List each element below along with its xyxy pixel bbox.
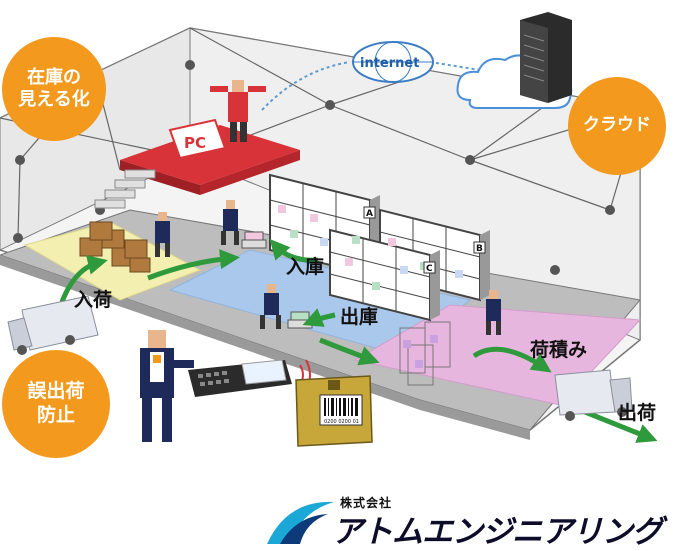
receiving-label: 入荷 — [74, 289, 113, 311]
mispick-prevention-badge: 誤出荷 防止 — [2, 350, 110, 458]
rack-label-c: C — [426, 264, 433, 274]
receiving-truck-icon — [7, 295, 99, 355]
logo-swoosh-icon — [267, 501, 334, 544]
rack-label-a: A — [366, 209, 373, 219]
shipping-label: 出荷 — [618, 402, 657, 424]
cloud-connection-line — [429, 61, 481, 71]
barcode-number: 0200 0200 01 — [324, 419, 359, 425]
storing-label: 入庫 — [286, 256, 325, 278]
office-worker-figure — [210, 80, 266, 142]
pc-label: PC — [184, 134, 206, 152]
handheld-scanner-icon — [188, 359, 292, 397]
badge-line: 在庫の — [27, 66, 81, 88]
internet-globe-icon: internet — [352, 41, 434, 83]
internet-label: internet — [360, 56, 419, 71]
badge-line: 誤出荷 — [27, 380, 85, 403]
server-icon — [520, 12, 572, 103]
company-name: アトムエンジニアリング — [332, 514, 663, 550]
inventory-visibility-badge: 在庫の 見える化 — [2, 37, 106, 141]
network-connection-line — [261, 61, 351, 111]
storage-racks: A B C — [269, 173, 490, 322]
worker-figure — [155, 200, 501, 335]
roll-cage-trolleys — [399, 321, 451, 386]
rack-label-b: B — [476, 244, 483, 254]
barcode-box-icon: 0200 0200 01 — [295, 375, 373, 447]
badge-line: 防止 — [36, 404, 75, 426]
office-mezzanine: PC — [94, 118, 300, 209]
scanning-worker-figure — [140, 330, 194, 442]
picking-label: 出庫 — [340, 306, 379, 328]
badge-line: クラウド — [583, 115, 651, 136]
badge-line: 見える化 — [18, 89, 90, 110]
company-logo: 株式会社 アトムエンジニアリング — [262, 492, 672, 550]
company-prefix: 株式会社 — [340, 496, 393, 510]
cloud-badge: クラウド — [568, 77, 666, 175]
loading-label: 荷積み — [530, 339, 588, 361]
shipping-truck-icon — [554, 369, 633, 421]
